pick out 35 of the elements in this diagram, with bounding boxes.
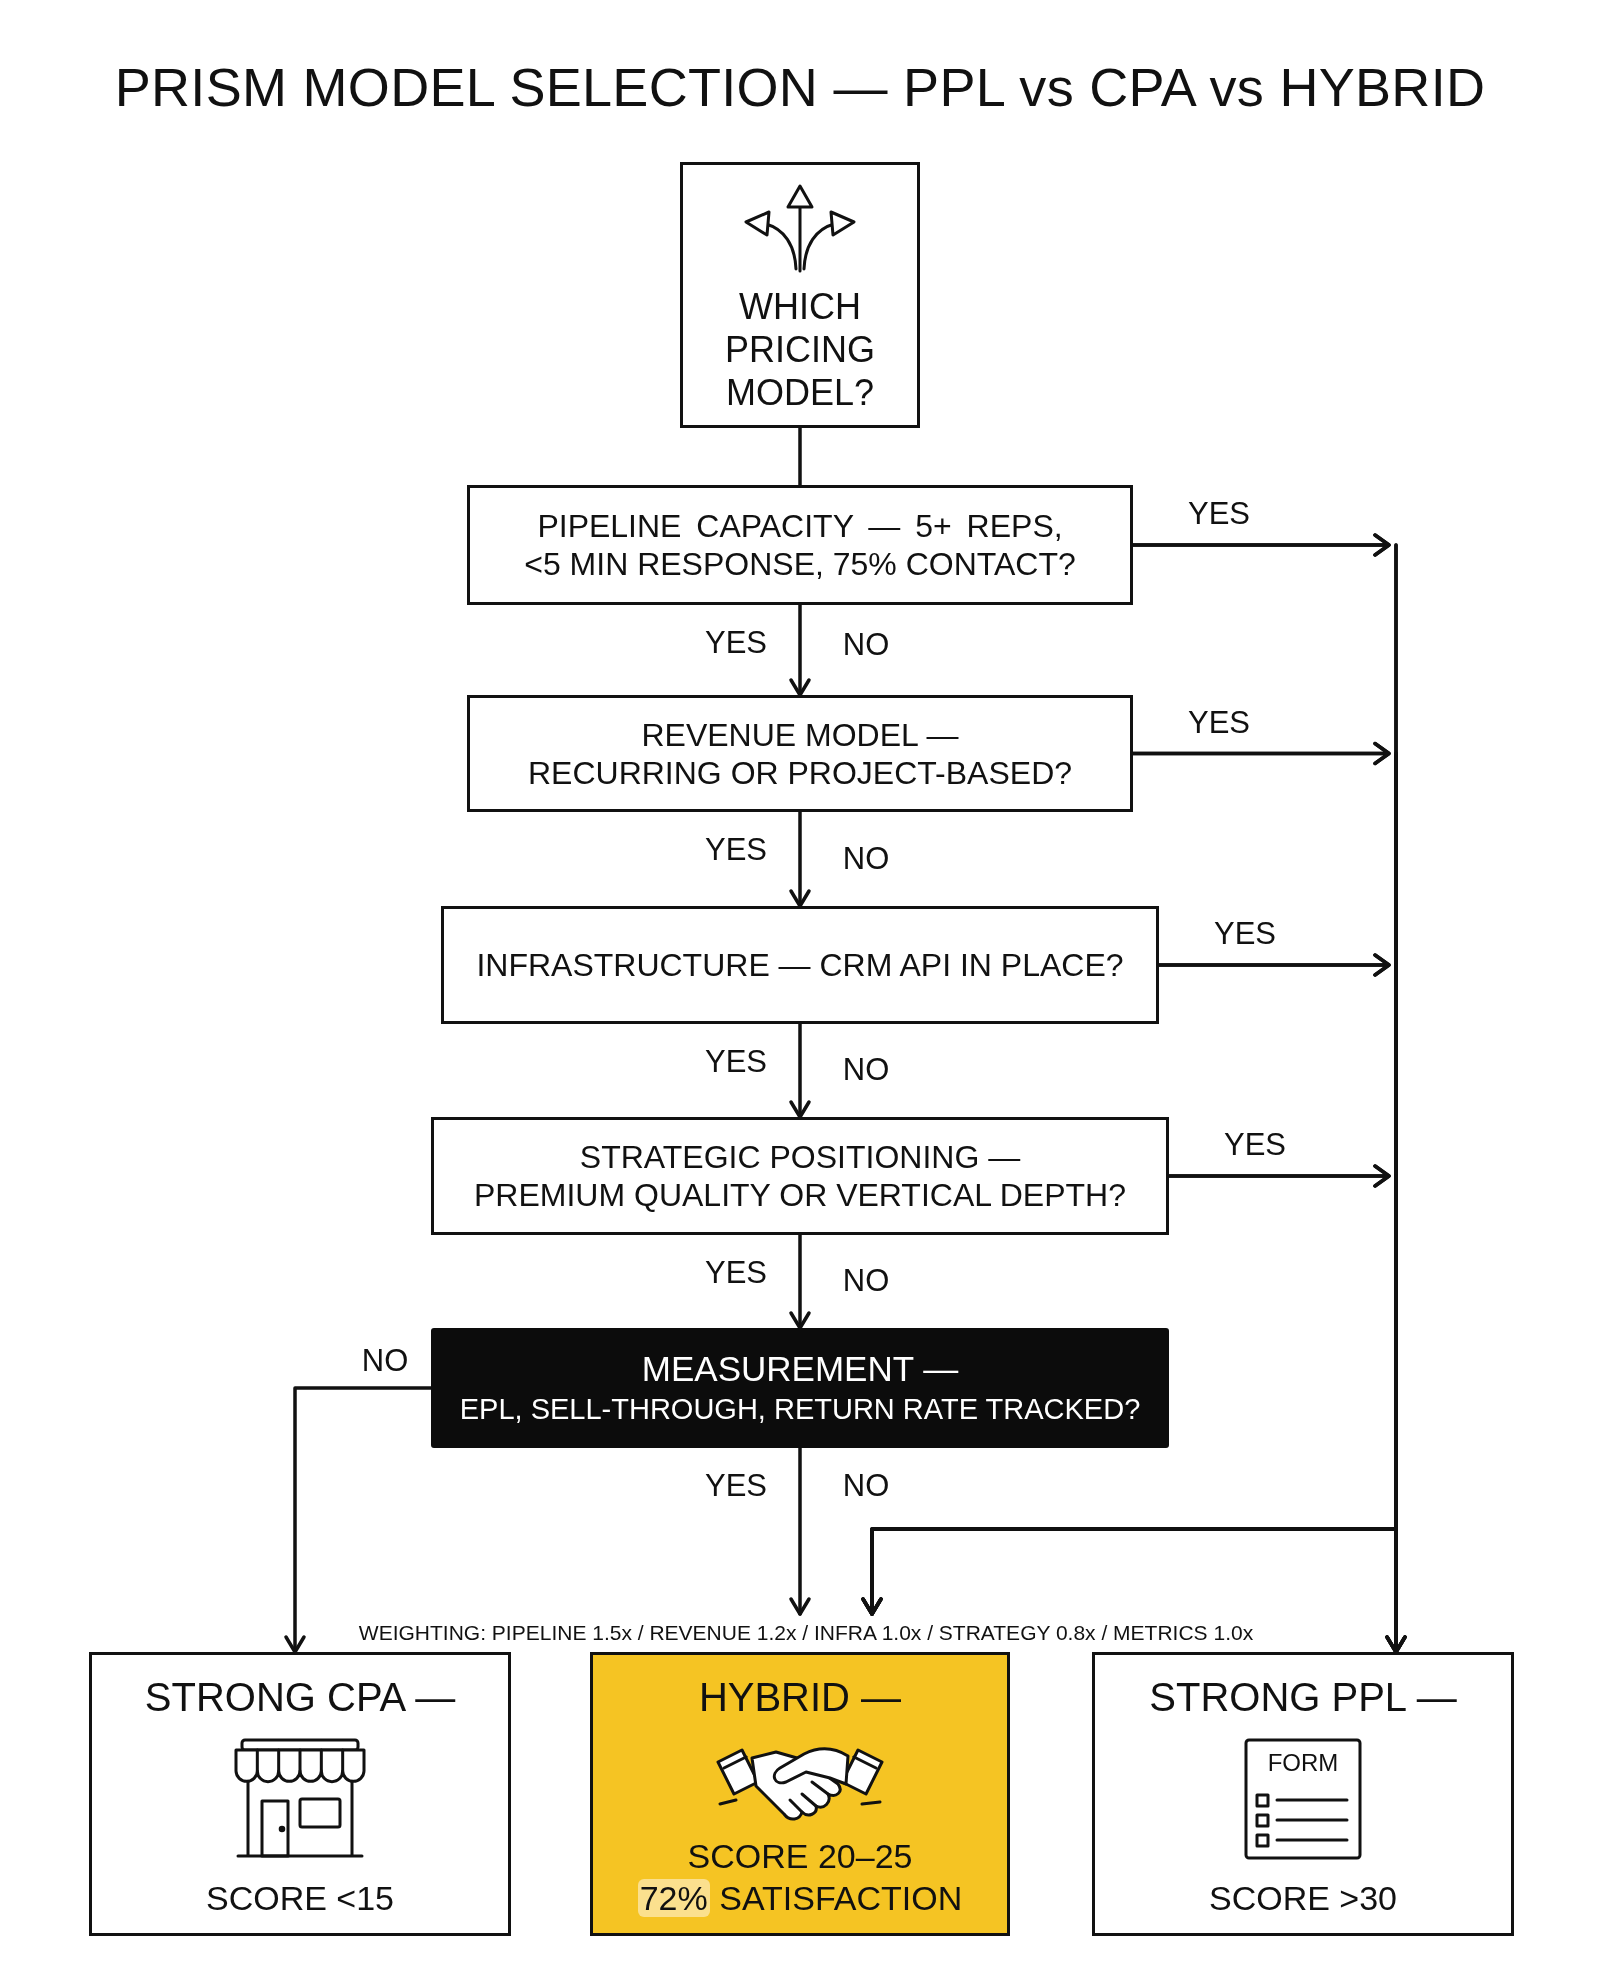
result-title: HYBRID — [698, 1674, 902, 1721]
result-title: STRONG CPA — [144, 1674, 456, 1721]
result-box [590, 1652, 1010, 1936]
question-text: PIPELINE CAPACITY — 5+ REPS, <5 MIN RESPONSE, 75% CONTACT? [523, 507, 1077, 583]
connector-line [798, 426, 802, 487]
result-title: STRONG PPL — [1149, 1674, 1457, 1721]
arrow [789, 1233, 811, 1330]
decision-box [467, 695, 1133, 812]
arrow [789, 603, 811, 697]
question-heading: REVENUE MODEL — [641, 715, 959, 754]
arrow [789, 810, 811, 908]
satisfaction-text: 72% SATISFACTION [637, 1878, 963, 1919]
arrow [284, 1386, 433, 1654]
score-text: SCORE 20–25 [687, 1836, 913, 1877]
decision-box [431, 1117, 1169, 1235]
score-text: SCORE >30 [1209, 1878, 1397, 1919]
arrow [789, 1446, 811, 1616]
question-text: INFRASTRUCTURE — CRM API IN PLACE? [476, 946, 1124, 984]
arrow [861, 1164, 1398, 1616]
question-text: PREMIUM QUALITY OR VERTICAL DEPTH? [474, 1176, 1126, 1214]
result-box [89, 1652, 511, 1936]
form-label: FORM [1266, 1749, 1340, 1777]
decision-box [441, 906, 1159, 1024]
score-text: SCORE <15 [206, 1878, 394, 1919]
question-heading: STRATEGIC POSITIONING — [579, 1138, 1021, 1176]
decision-box [431, 1328, 1169, 1448]
arrow [789, 1022, 811, 1119]
question-text: WHICH PRICING MODEL? [725, 285, 875, 414]
start-box [680, 162, 920, 428]
question-heading: MEASUREMENT — [641, 1348, 959, 1390]
decision-box [467, 485, 1133, 605]
result-box [1092, 1652, 1514, 1936]
question-text: RECURRING OR PROJECT-BASED? [527, 753, 1073, 792]
question-text: EPL, SELL-THROUGH, RETURN RATE TRACKED? [459, 1392, 1141, 1427]
diagram-title: PRISM MODEL SELECTION — PPL vs CPA vs HYBRID [114, 57, 1486, 117]
